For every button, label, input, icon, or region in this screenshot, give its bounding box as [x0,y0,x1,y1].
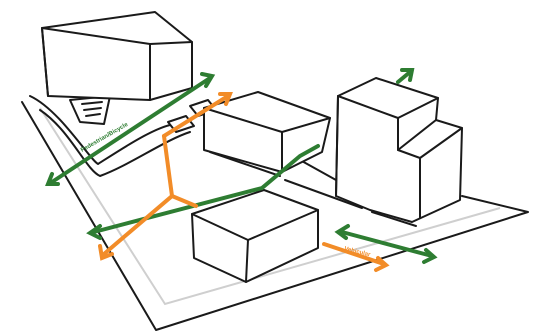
street-edge-upper [29,95,171,165]
green-arrowhead-left [86,224,102,240]
site-boundary [21,101,529,331]
green-path-bottom-right [340,230,434,258]
inner-setback-line [39,107,501,306]
building-top-left [41,11,193,101]
street-right-lower [284,179,363,209]
orange-path-arm-2 [162,94,230,138]
building-right [335,77,463,227]
green-arrowhead-br-left [334,224,350,240]
orange-arrowhead-top [218,92,233,106]
building-middle [203,91,331,177]
green-path-cross [92,144,320,234]
orange-path-right [322,242,386,266]
green-arrowhead-br-right [422,248,438,264]
orange-path-arm-1 [170,194,198,208]
orange-routes [98,92,390,272]
building-front [191,189,319,283]
plaza-stripes [81,101,103,117]
green-arrowhead-bottom [45,172,60,186]
green-routes [45,68,438,264]
green-path-main [50,76,212,184]
green-arrowhead-top [200,72,216,88]
orange-arrowhead-right [374,256,390,272]
green-arrowhead-top-right [400,68,415,82]
orange-arrowhead-bottom [98,244,114,261]
green-path-top-right [396,70,412,84]
